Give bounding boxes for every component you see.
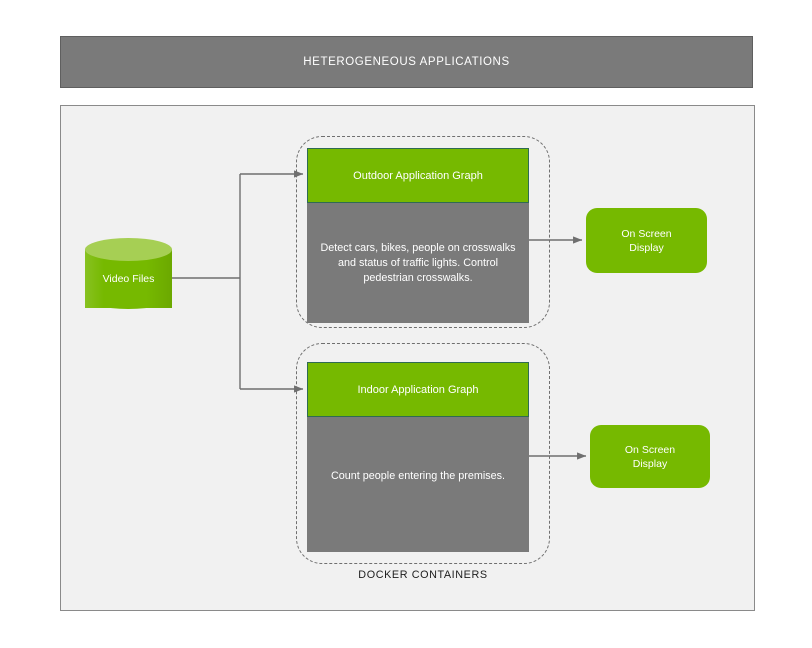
docker-containers-caption: DOCKER CONTAINERS <box>358 569 488 581</box>
on-screen-display-outdoor[interactable]: On Screen Display <box>586 208 707 273</box>
video-files-node[interactable]: Video Files <box>85 238 172 319</box>
on-screen-display-indoor[interactable]: On Screen Display <box>590 425 710 488</box>
outdoor-panel-header[interactable]: Outdoor Application Graph <box>307 148 529 203</box>
outdoor-application-panel[interactable]: Outdoor Application Graph Detect cars, b… <box>307 148 529 323</box>
cylinder-top-ellipse <box>85 238 172 261</box>
cylinder-bottom-ellipse <box>85 286 172 309</box>
indoor-application-panel[interactable]: Indoor Application Graph Count people en… <box>307 362 529 552</box>
osd-outdoor-line1: On Screen <box>621 227 672 240</box>
video-files-label: Video Files <box>102 272 155 285</box>
osd-indoor-line1: On Screen <box>624 443 676 456</box>
on-screen-display-indoor-label: On Screen Display <box>625 443 675 471</box>
outdoor-panel-header-label: Outdoor Application Graph <box>353 169 483 182</box>
indoor-panel-body-text: Count people entering the premises. <box>330 470 506 482</box>
on-screen-display-outdoor-label: On Screen Display <box>621 227 671 255</box>
osd-outdoor-line2: Display <box>629 241 664 254</box>
outdoor-panel-body: Detect cars, bikes, people on crosswalks… <box>307 203 529 323</box>
docker-container-indoor <box>296 343 550 564</box>
outdoor-panel-body-text: Detect cars, bikes, people on crosswalks… <box>320 241 516 284</box>
indoor-panel-header[interactable]: Indoor Application Graph <box>307 362 529 417</box>
indoor-panel-body: Count people entering the premises. <box>307 417 529 552</box>
indoor-panel-header-label: Indoor Application Graph <box>357 383 479 396</box>
header-title: HETEROGENEOUS APPLICATIONS <box>303 56 510 68</box>
header-banner: HETEROGENEOUS APPLICATIONS <box>60 36 753 88</box>
docker-container-outdoor <box>296 136 550 328</box>
osd-indoor-line2: Display <box>632 457 668 470</box>
